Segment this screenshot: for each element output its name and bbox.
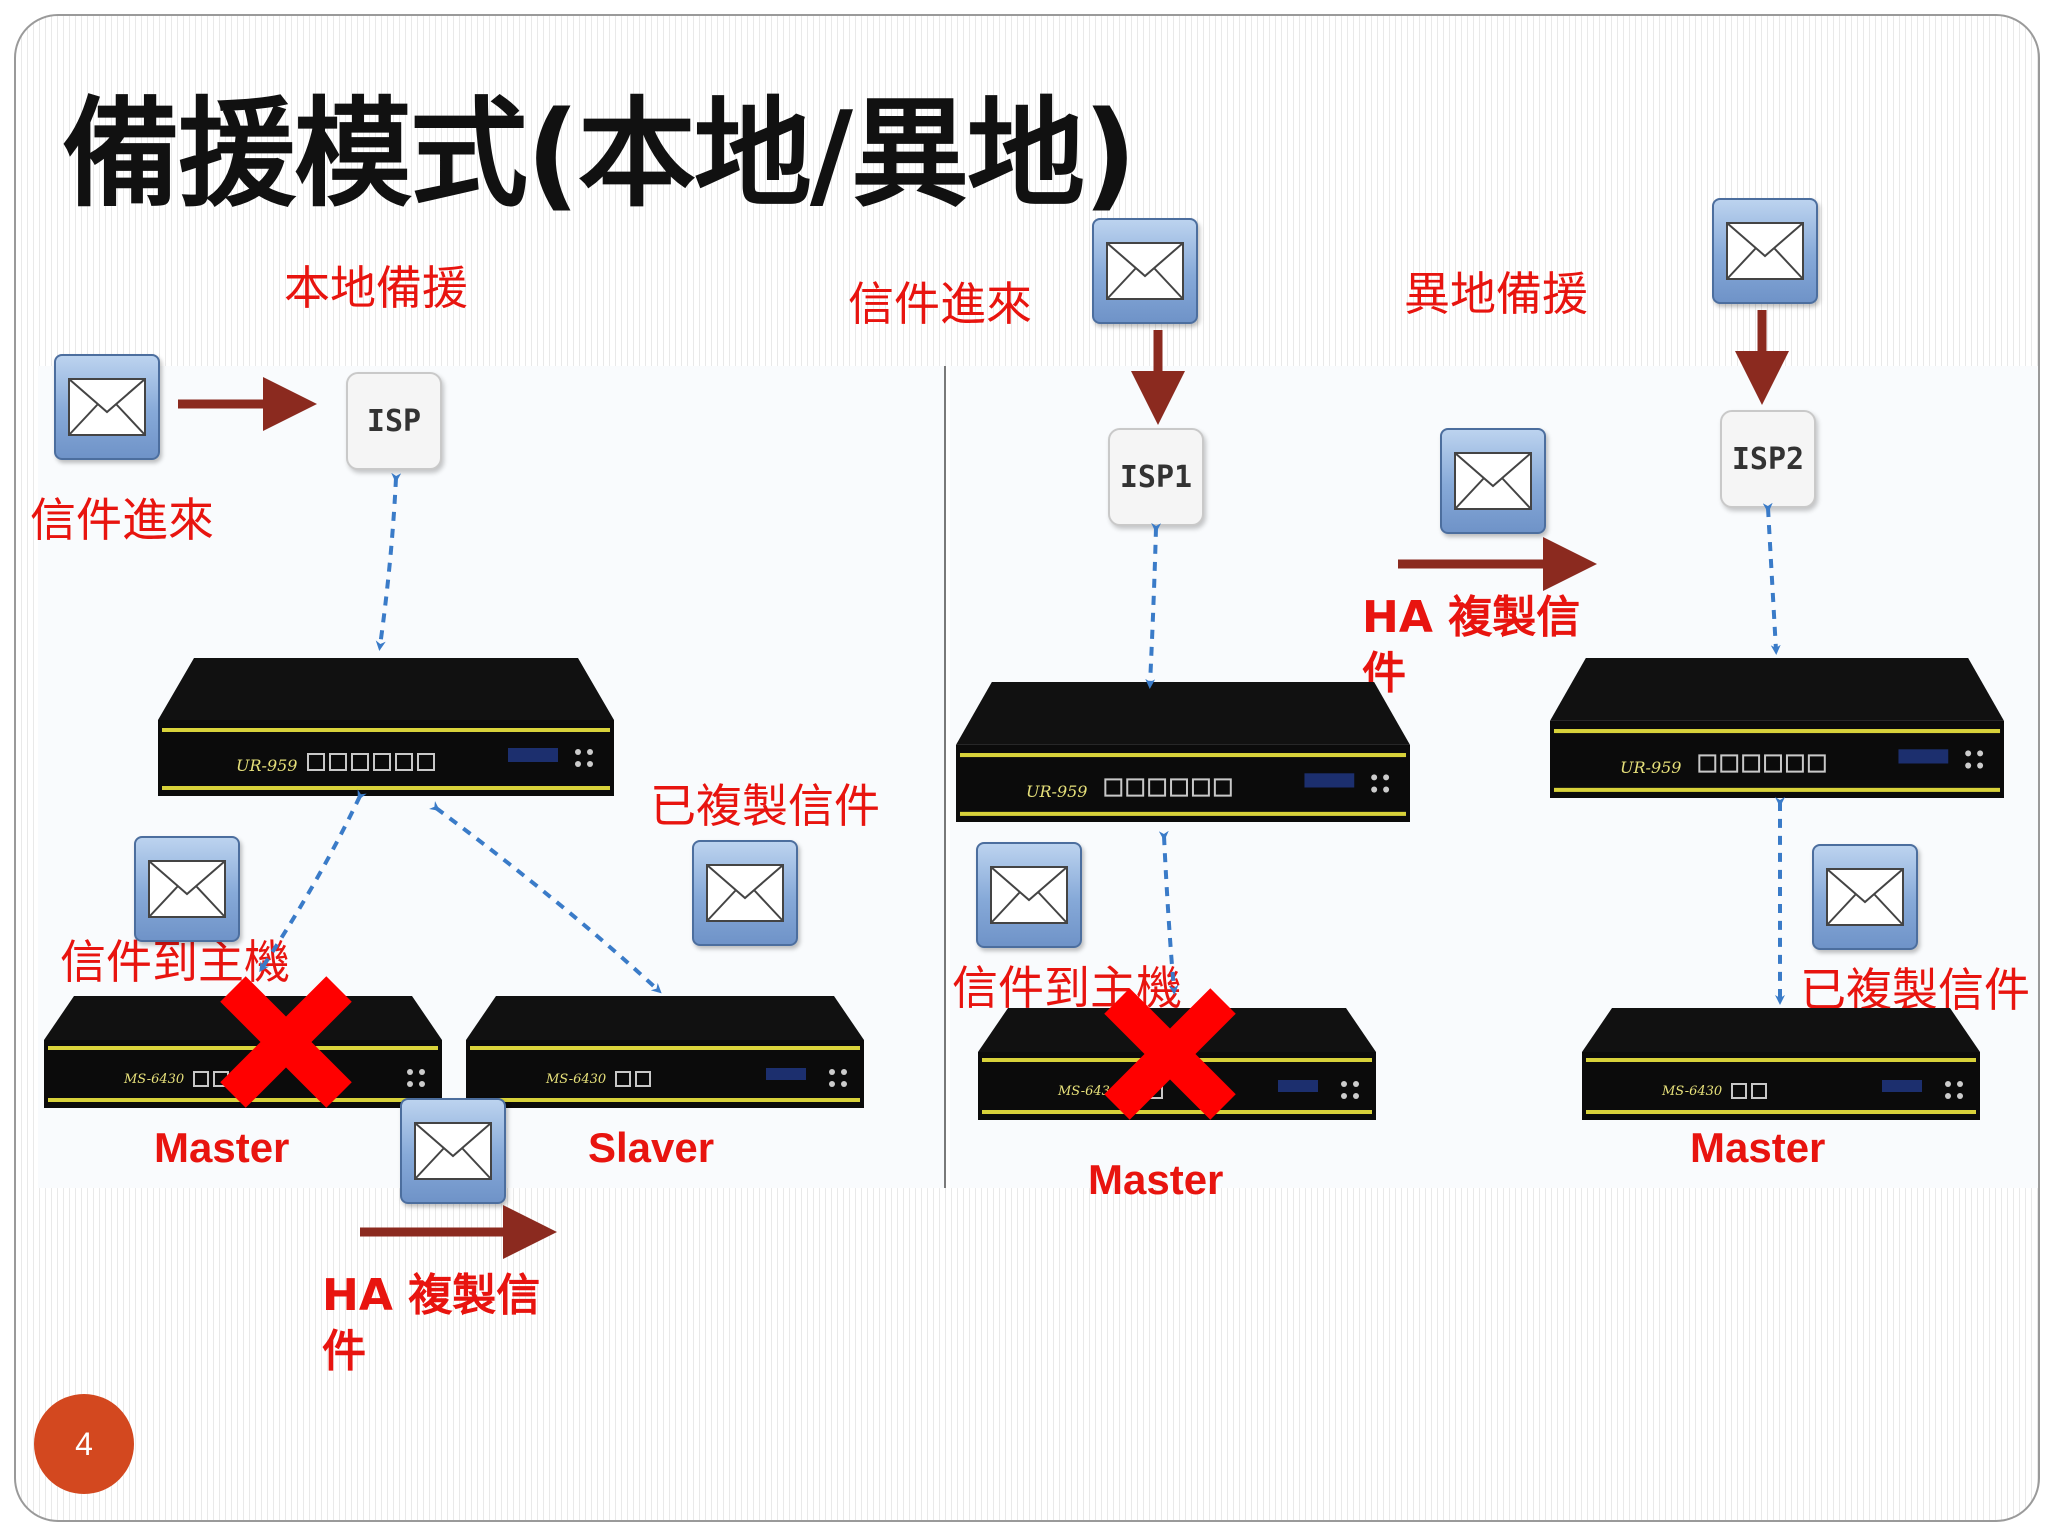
envelope-icon [976,842,1082,948]
local-backup-heading: 本地備援 [284,261,468,315]
remote-gateway2-appliance: UR-959 [1550,658,2004,798]
page-number-badge: 4 [34,1394,134,1494]
gateway-device-icon [956,682,1410,822]
local-master-failure-x-icon [216,972,356,1112]
remote-master2-model: MS-6430 [1662,1084,1723,1099]
local-isp-box: ISP [346,372,442,470]
remote-isp1-label: ISP1 [1119,459,1193,495]
local-master-label: Master [154,1124,290,1171]
remote-master2-appliance: MS-6430 [1582,1008,1980,1120]
server-device-icon [466,996,864,1108]
envelope-icon [54,354,160,460]
local-slaver-model: MS-6430 [546,1072,607,1087]
gateway-device-icon [1550,658,2004,798]
envelope-icon [1092,218,1198,324]
remote-backup-heading: 異地備援 [1404,267,1588,321]
remote-master-failure-x-icon [1100,984,1240,1124]
remote-master1-label: Master [1088,1156,1224,1203]
remote-mail-in-label: 信件進來 [848,277,1032,331]
local-copied-label: 已複製信件 [650,779,880,833]
envelope-icon [134,836,240,942]
local-gateway-model: UR-959 [236,756,298,775]
local-mail-in-label: 信件進來 [30,493,214,547]
remote-isp2-box: ISP2 [1720,410,1816,508]
local-isp-label: ISP [366,403,422,439]
remote-master2-label: Master [1690,1124,1826,1171]
local-gateway-appliance: UR-959 [158,658,614,796]
remote-gateway2-model: UR-959 [1620,758,1682,777]
envelope-icon [1440,428,1546,534]
local-slaver-label: Slaver [588,1124,715,1171]
envelope-icon [1712,198,1818,304]
panel-divider [944,366,946,1188]
slide-title: 備援模式(本地/異地) [62,85,1137,223]
envelope-icon [692,840,798,946]
remote-isp2-label: ISP2 [1731,441,1805,477]
server-device-icon [1582,1008,1980,1120]
gateway-device-icon [158,658,614,796]
remote-gateway1-appliance: UR-959 [956,682,1410,822]
remote-gateway1-model: UR-959 [1026,782,1088,801]
envelope-icon [400,1098,506,1204]
local-ha-label: HA 複製信件 [322,1270,541,1377]
local-slaver-appliance: MS-6430 [466,996,864,1108]
remote-isp1-box: ISP1 [1108,428,1204,526]
local-master-model: MS-6430 [124,1072,185,1087]
envelope-icon [1812,844,1918,950]
